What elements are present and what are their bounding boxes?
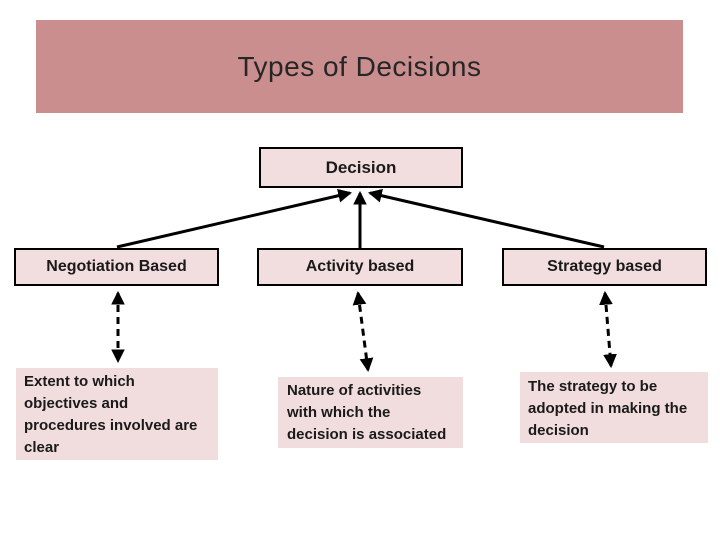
dashed-arrow-activity xyxy=(352,290,374,373)
strategy-based-label: Strategy based xyxy=(547,258,662,275)
negotiation-description-box: Extent to which objectives and procedure… xyxy=(16,368,218,460)
decision-node-label: Decision xyxy=(325,157,397,177)
decision-node: Decision xyxy=(259,147,463,188)
activity-based-node: Activity based xyxy=(257,248,463,286)
negotiation-based-node: Negotiation Based xyxy=(14,248,219,286)
strategy-based-node: Strategy based xyxy=(502,248,707,286)
negotiation-based-label: Negotiation Based xyxy=(46,258,187,275)
activity-based-label: Activity based xyxy=(305,258,415,275)
connector-decision-negotiation xyxy=(116,188,353,249)
connector-decision-strategy xyxy=(367,188,605,249)
slide-title: Types of Decisions xyxy=(237,50,482,82)
dashed-arrow-strategy xyxy=(599,290,617,369)
strategy-description-box: The strategy to be adopted in making the… xyxy=(520,372,708,443)
slide-title-bar: Types of Decisions xyxy=(36,20,683,113)
activity-description-box: Nature of activities with which the deci… xyxy=(278,377,463,448)
